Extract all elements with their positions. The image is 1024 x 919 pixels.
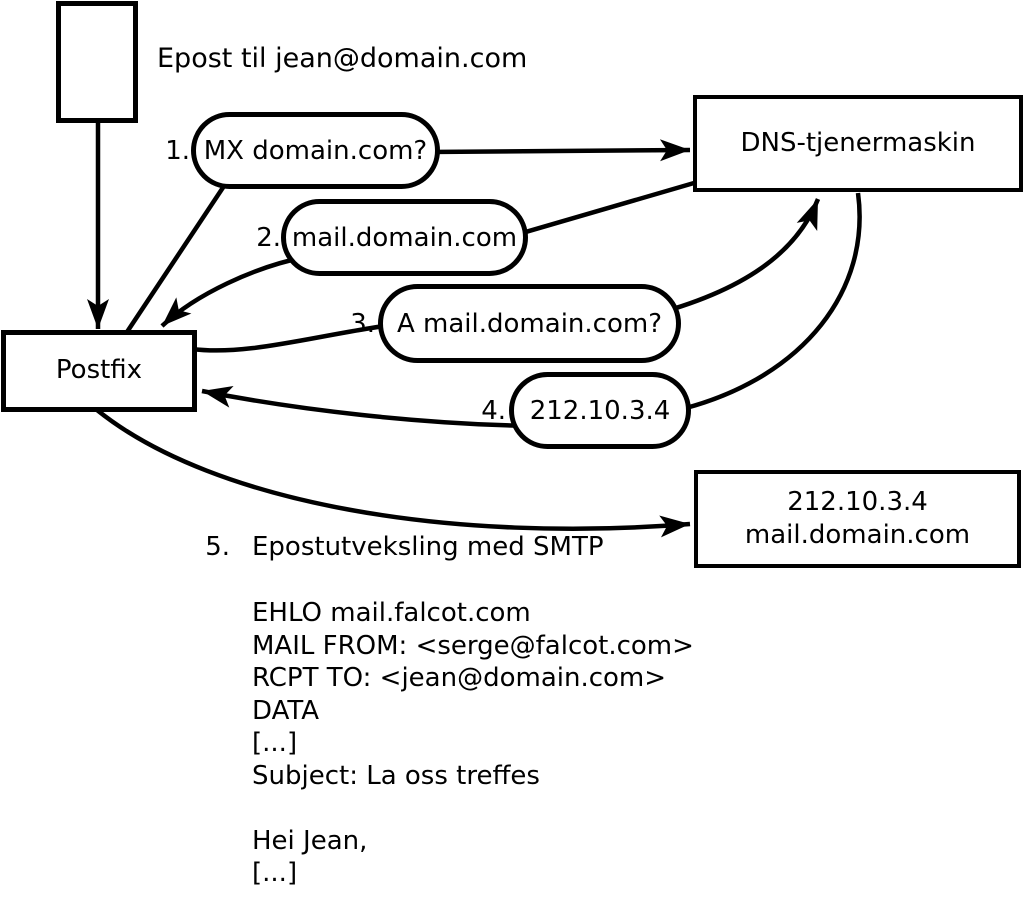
reply-a-label: 212.10.3.4 bbox=[529, 395, 671, 426]
line-postfix-to-query1 bbox=[125, 181, 228, 334]
query-mx-label: MX domain.com? bbox=[203, 135, 428, 166]
arrow-postfix-to-mailserver bbox=[95, 408, 691, 538]
arrow-query3-to-dns bbox=[647, 198, 821, 319]
smtp-line: Hei Jean, bbox=[252, 825, 368, 856]
step-5-label: Epostutveksling med SMTP bbox=[252, 532, 604, 562]
reply-mx-pill: mail.domain.com bbox=[281, 199, 528, 276]
line-dns-to-reply4 bbox=[685, 192, 862, 411]
mail-server-ip: 212.10.3.4 bbox=[787, 487, 928, 517]
arrow-reply2-to-postfix bbox=[160, 254, 306, 328]
diagram-title: Epost til jean@domain.com bbox=[157, 43, 528, 74]
email-message-box bbox=[56, 1, 138, 123]
arrow-query1-to-dns bbox=[427, 139, 691, 162]
postfix-label: Postfix bbox=[55, 355, 143, 386]
line-dns-to-reply2 bbox=[504, 180, 695, 241]
dns-server-node: DNS-tjenermaskin bbox=[693, 95, 1023, 192]
smtp-line: MAIL FROM: <serge@falcot.com> bbox=[252, 630, 694, 661]
postfix-node: Postfix bbox=[1, 330, 197, 412]
arrow-reply4-to-postfix bbox=[201, 386, 533, 429]
step-2-number: 2. bbox=[256, 223, 281, 253]
smtp-line: EHLO mail.falcot.com bbox=[252, 598, 531, 628]
mail-server-hostname: mail.domain.com bbox=[744, 520, 971, 550]
smtp-line: DATA bbox=[252, 695, 319, 726]
smtp-line: RCPT TO: <jean@domain.com> bbox=[252, 663, 667, 693]
query-a-label: A mail.domain.com? bbox=[397, 308, 662, 339]
dns-label: DNS-tjenermaskin bbox=[740, 127, 976, 158]
step-5-number: 5. bbox=[205, 532, 230, 562]
smtp-session-transcript: EHLO mail.falcot.com MAIL FROM: <serge@f… bbox=[252, 597, 694, 919]
smtp-line bbox=[252, 792, 694, 825]
step-4-number: 4. bbox=[481, 396, 506, 426]
smtp-line: [...] bbox=[252, 728, 298, 758]
query-mx-pill: MX domain.com? bbox=[191, 112, 440, 189]
reply-mx-label: mail.domain.com bbox=[291, 222, 518, 253]
step-3-number: 3. bbox=[350, 309, 375, 339]
smtp-line bbox=[252, 890, 694, 919]
step-1-number: 1. bbox=[165, 136, 190, 166]
query-a-pill: A mail.domain.com? bbox=[378, 284, 681, 363]
reply-a-pill: 212.10.3.4 bbox=[509, 372, 691, 449]
smtp-line: [...] bbox=[252, 858, 298, 888]
mail-server-node: 212.10.3.4 mail.domain.com bbox=[694, 470, 1021, 568]
smtp-line: Subject: La oss treffes bbox=[252, 760, 540, 791]
